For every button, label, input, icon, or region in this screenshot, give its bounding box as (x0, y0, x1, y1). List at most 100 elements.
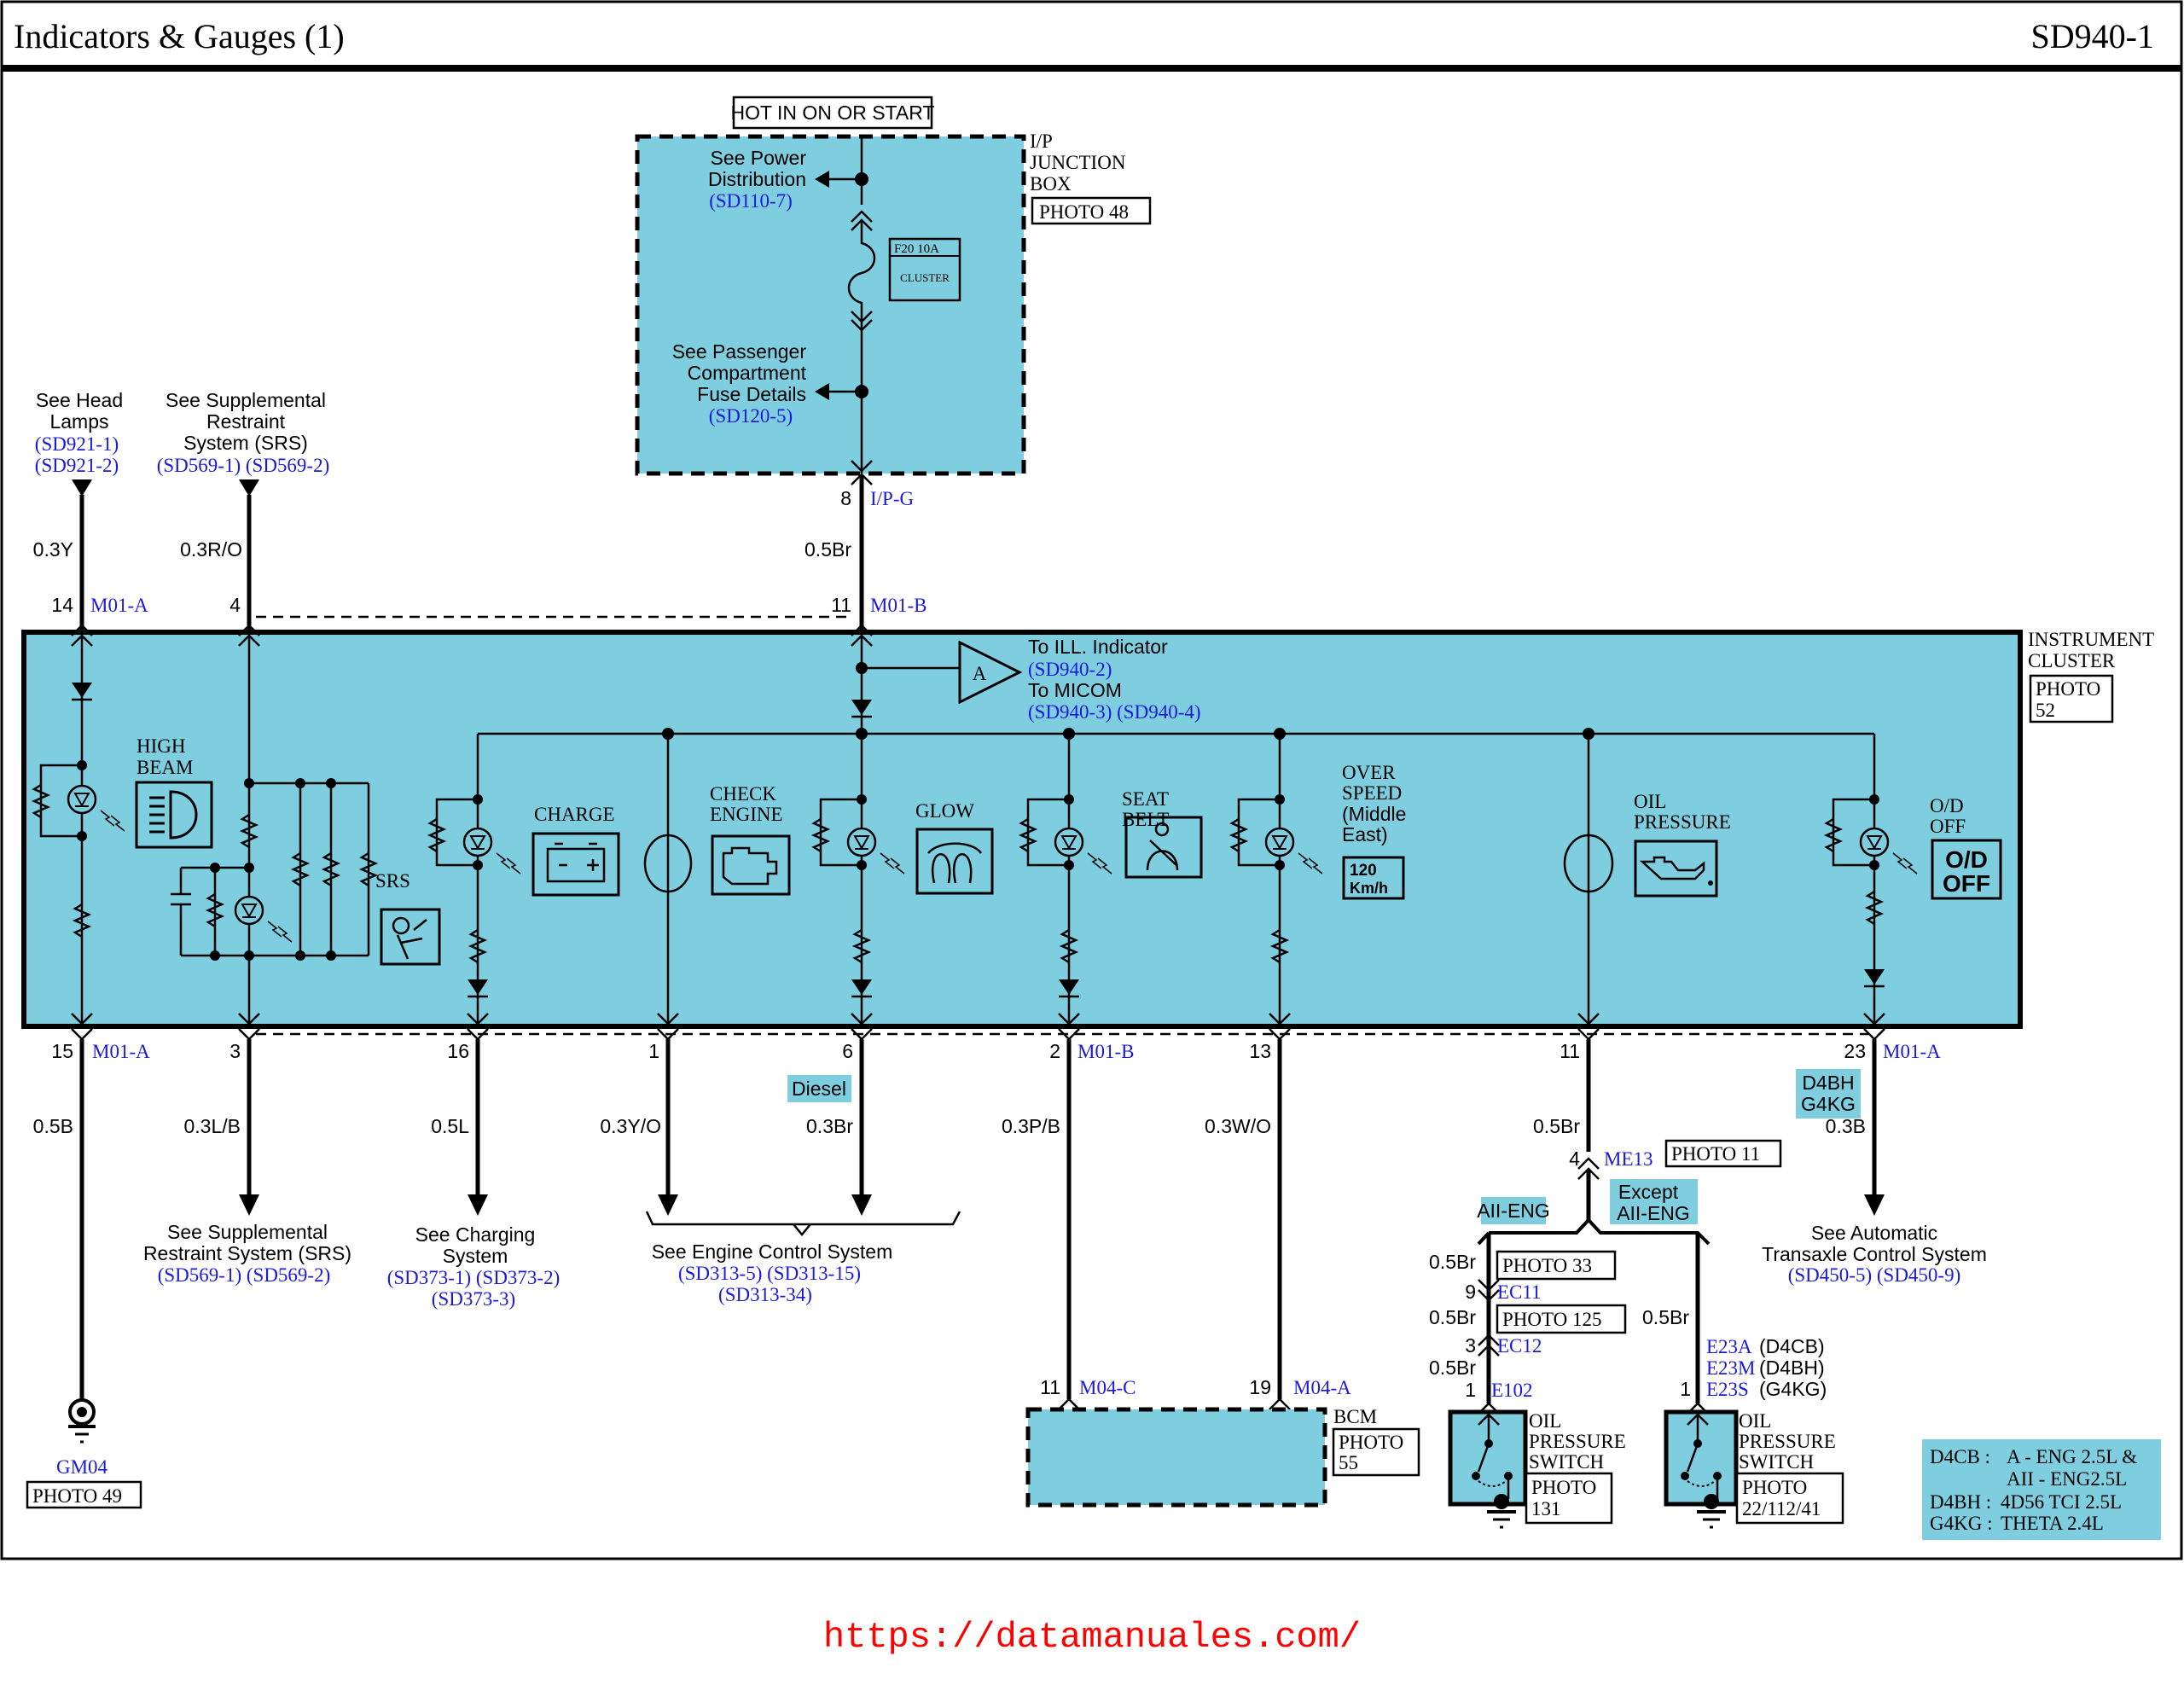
connector-me13: ME13 (1604, 1148, 1653, 1170)
srs-refs[interactable]: (SD569-1) (SD569-2) (157, 455, 330, 476)
page-code: SD940-1 (2031, 17, 2154, 55)
right-switch-label-3: SWITCH (1739, 1451, 1814, 1473)
over-speed-label-1: OVER (1342, 762, 1396, 783)
legend-desc-d4cb: A - ENG 2.5L & (2007, 1446, 2137, 1467)
dest-engine-refs2[interactable]: (SD313-34) (718, 1284, 812, 1305)
pin-4-me13: 4 (1569, 1148, 1580, 1170)
ill-reference-symbol: A (973, 663, 987, 684)
micom-ref[interactable]: (SD940-3) (SD940-4) (1028, 701, 1201, 723)
d4bh-g4kg-tag (1796, 1069, 1861, 1118)
ill-indicator-ref[interactable]: (SD940-2) (1028, 659, 1112, 680)
wire-label-0-3b: 0.3B (1826, 1115, 1866, 1137)
resistor-icon (1059, 928, 1079, 964)
pin-1-e23: 1 (1680, 1378, 1691, 1400)
wire-label-0-3l-b: 0.3L/B (184, 1115, 241, 1137)
fuse-icon (847, 220, 876, 324)
dest-srs-refs[interactable]: (SD569-1) (SD569-2) (158, 1264, 331, 1286)
srs-line2: Restraint (206, 410, 286, 433)
switch-contact-icon (1686, 1443, 1699, 1473)
connector-e23a: E23A (1706, 1336, 1752, 1357)
resistor-icon (1018, 817, 1038, 853)
left-wire-label-2: 0.5Br (1429, 1306, 1476, 1328)
photo-125: PHOTO 125 (1502, 1309, 1602, 1330)
pin-3: 3 (229, 1040, 241, 1062)
dest-charging-refs1[interactable]: (SD373-1) (SD373-2) (387, 1267, 561, 1288)
power-dist-line2: Distribution (708, 168, 806, 190)
arrow-left-icon (815, 171, 829, 188)
cluster-photo-1: PHOTO (2036, 678, 2100, 700)
junction-box: HOT IN ON OR START I/P JUNCTION BOX PHOT… (635, 96, 1152, 631)
bcm-connector-m04-a: M04-A (1293, 1377, 1351, 1398)
engine-legend: D4CB : A - ENG 2.5L & AII - ENG2.5L D4BH… (1922, 1439, 2161, 1540)
dest-atcs-line2: Transaxle Control System (1762, 1243, 1987, 1265)
head-lamps-line1: See Head (36, 389, 123, 411)
check-engine-label-1: CHECK (710, 783, 776, 805)
light-rays-icon (100, 810, 125, 832)
diode-icon (1864, 969, 1885, 985)
resistor-icon (290, 851, 311, 887)
head-lamps-line2: Lamps (49, 410, 108, 433)
diesel-tag-text: Diesel (792, 1078, 846, 1100)
diode-icon (851, 700, 872, 715)
ill-indicator-label: To ILL. Indicator (1028, 636, 1168, 658)
high-beam-label-1: HIGH (136, 735, 186, 757)
diode-icon (468, 979, 488, 995)
dest-engine-refs1[interactable]: (SD313-5) (SD313-15) (678, 1263, 861, 1284)
dest-srs-line1: See Supplemental (167, 1221, 328, 1243)
except-tag-text-1: Except (1618, 1181, 1679, 1203)
photo-22-box (1735, 1472, 1844, 1525)
cluster-name-2: CLUSTER (2028, 650, 2116, 671)
led-high-beam-icon (67, 784, 97, 815)
glow-plug-icon (915, 828, 994, 895)
variant-d4bh: (D4BH) (1759, 1357, 1825, 1379)
head-lamps-ref2[interactable]: (SD921-2) (35, 455, 119, 476)
junction-box-body (635, 134, 1026, 476)
dest-charging-line2: System (443, 1245, 508, 1267)
od-off-label-1: O/D (1930, 795, 1964, 816)
variant-g4kg: (G4KG) (1759, 1378, 1827, 1400)
left-wire-label-3: 0.5Br (1429, 1357, 1476, 1379)
led-charge-icon (462, 827, 493, 857)
photo-131-box (1525, 1472, 1613, 1525)
srs-input: See Supplemental Restraint System (SRS) … (157, 389, 926, 631)
right-switch-label-1: OIL (1739, 1410, 1771, 1432)
pin-3-ec12: 3 (1465, 1334, 1476, 1357)
dest-atcs-refs[interactable]: (SD450-5) (SD450-9) (1788, 1264, 1961, 1286)
legend-code-g4kg: G4KG : (1930, 1513, 1992, 1534)
bcm-pin-11: 11 (1040, 1376, 1060, 1398)
pin-11: 11 (831, 594, 851, 616)
hot-label-box (732, 96, 933, 130)
junction-photo: PHOTO 48 (1039, 201, 1129, 223)
fuse-id: F20 10A (894, 242, 939, 256)
resistor-icon (239, 813, 259, 849)
srs-line3: System (SRS) (183, 432, 308, 454)
power-dist-ref: (SD110-7) (709, 190, 793, 212)
led-od-off-icon (1859, 827, 1890, 857)
dest-engine-line: See Engine Control System (652, 1241, 893, 1263)
high-beam-label-2: BEAM (136, 757, 193, 778)
bcm-pin-19: 19 (1249, 1376, 1271, 1398)
engine-icon (711, 834, 791, 896)
head-lamps-ref1[interactable]: (SD921-1) (35, 433, 119, 455)
arrow-down-icon (468, 1194, 488, 1216)
pin-1-e102: 1 (1465, 1379, 1476, 1401)
battery-icon (531, 832, 620, 897)
instrument-cluster: INSTRUMENT CLUSTER PHOTO 52 A To ILL. In… (21, 624, 2154, 1029)
od-off-icon (1931, 839, 2002, 900)
od-off-icon-text-2: OFF (1943, 870, 1990, 897)
oil-pressure-circuit: 4 ME13 PHOTO 11 AII-ENG Except AII-ENG 0… (1429, 1139, 1844, 1529)
pin-14: 14 (51, 594, 73, 616)
ground-gm04: GM04 (56, 1456, 108, 1478)
legend-desc-d4bh: 4D56 TCI 2.5L (2001, 1491, 2122, 1513)
pass-comp-line2: Compartment (688, 362, 807, 384)
pin-16: 16 (447, 1040, 469, 1062)
left-switch-label-1: OIL (1529, 1410, 1561, 1432)
right-wire-label: 0.5Br (1642, 1306, 1689, 1328)
ground-photo-box (26, 1480, 142, 1509)
dest-charging-refs2[interactable]: (SD373-3) (432, 1288, 515, 1310)
connector-e23m: E23M (1706, 1357, 1756, 1379)
high-beam-icon (135, 781, 213, 849)
pass-comp-line1: See Passenger (672, 340, 807, 363)
micom-label: To MICOM (1028, 679, 1122, 701)
watermark-url[interactable]: https://datamanuales.com/ (823, 1617, 1361, 1658)
